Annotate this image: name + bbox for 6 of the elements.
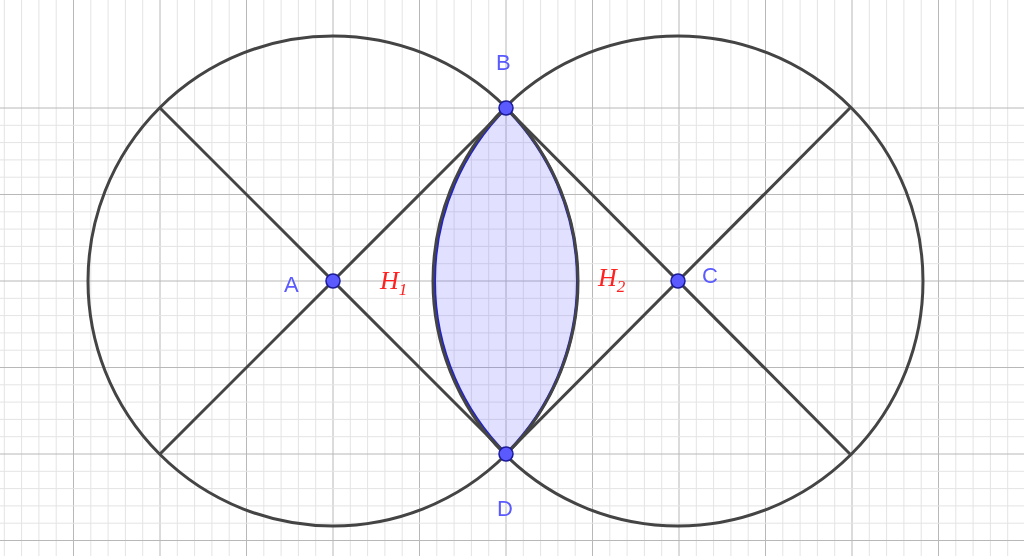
point-label: A: [284, 274, 299, 296]
point-label: C: [702, 265, 718, 287]
point-label: B: [496, 52, 511, 74]
arc-label: H$_{2}$: [598, 265, 626, 296]
point-label: D: [497, 498, 513, 520]
arc-label: H$_{1}$: [380, 268, 408, 299]
